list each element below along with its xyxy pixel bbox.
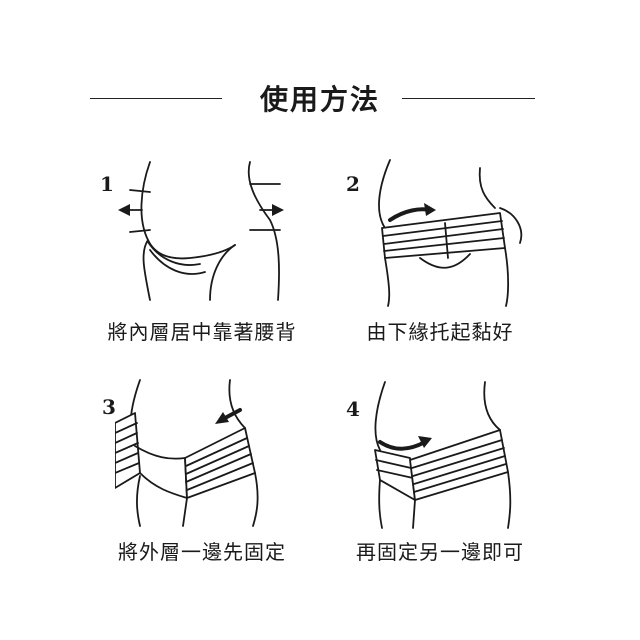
page-title: 使用方法: [259, 83, 380, 116]
step-3-caption: 將外層一邊先固定: [118, 540, 286, 564]
step-2-caption: 由下緣托起黏好: [366, 320, 514, 344]
step-4-illustration: [374, 381, 512, 529]
title-rule-right: [402, 98, 535, 99]
step-4-number: 4: [346, 397, 360, 421]
step-1-number: 1: [100, 172, 114, 196]
step-1-illustration: [118, 161, 284, 301]
step-2-illustration: [378, 159, 523, 307]
step-3-illustration: [115, 379, 259, 527]
step-4-caption: 再固定另一邊即可: [356, 540, 524, 564]
step-3-number: 3: [102, 395, 116, 419]
title-rule-left: [90, 98, 222, 99]
step-2-number: 2: [346, 172, 360, 196]
step-1-caption: 將內層居中靠著腰背: [107, 320, 297, 344]
